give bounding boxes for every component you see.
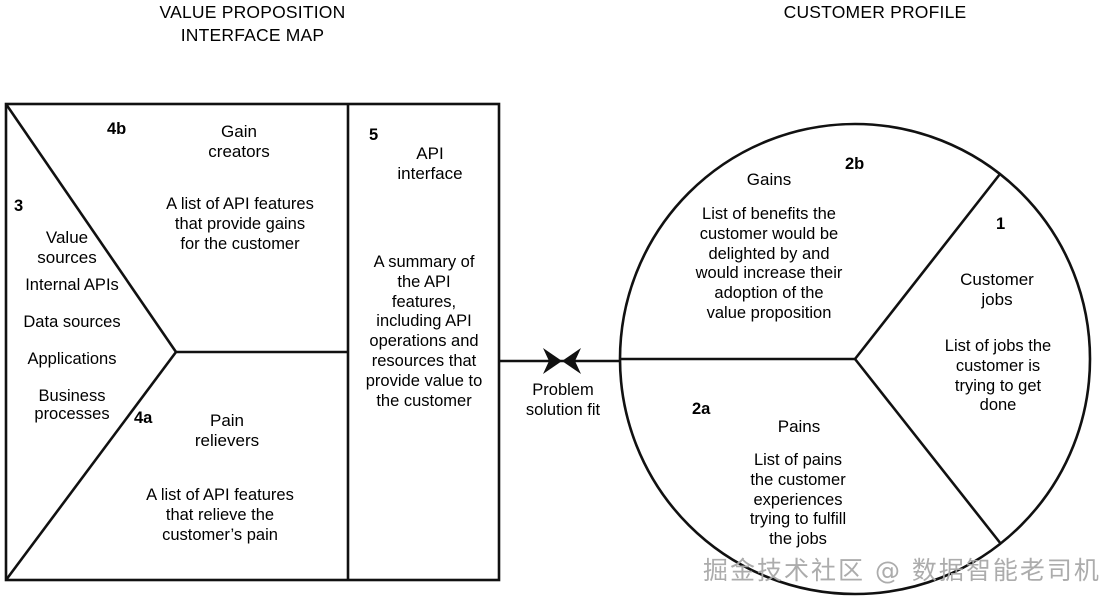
label-2b: 2b [845, 155, 865, 173]
pain-relievers-description: A list of API features that relieve the … [146, 486, 294, 544]
watermark-text: 掘金技术社区 @ 数据智能老司机 [703, 556, 1100, 585]
gains-title: Gains [746, 170, 792, 189]
label-4b: 4b [107, 120, 127, 138]
gain-creators-description: A list of API features that provide gain… [166, 195, 314, 253]
value-proposition-outer-box [4, 102, 501, 582]
api-interface-description: A summary of the API features, including… [365, 253, 483, 410]
api-interface-title: API interface [397, 144, 463, 184]
value-sources-lower-edge [4, 351, 178, 581]
spoke-upper-right [853, 173, 1002, 360]
label-5: 5 [369, 126, 379, 144]
pains-title: Pains [777, 417, 821, 436]
customer-jobs-title: Customer jobs [960, 270, 1034, 310]
label-4a: 4a [134, 409, 153, 427]
gains-description: List of benefits the customer would be d… [695, 205, 843, 322]
label-3: 3 [14, 197, 24, 215]
pain-relievers-title: Pain relievers [194, 411, 260, 451]
value-sources-items: Internal APIs Data sources Applications … [23, 276, 121, 424]
pains-description: List of pains the customer experiences t… [749, 451, 847, 549]
spoke-lower-right [853, 358, 1003, 545]
customer-jobs-description: List of jobs the customer is trying to g… [944, 337, 1052, 415]
value-sources-upper-edge [4, 103, 178, 353]
problem-solution-fit-label: Problem solution fit [525, 381, 601, 420]
converging-double-arrow-icon [543, 348, 581, 374]
customer-profile-heading: CUSTOMER PROFILE [783, 2, 967, 22]
value-sources-title: Value sources [37, 228, 97, 268]
gain-creators-title: Gain creators [208, 122, 270, 162]
value-proposition-heading: VALUE PROPOSITION INTERFACE MAP [159, 2, 346, 46]
label-1: 1 [996, 215, 1006, 233]
label-2a: 2a [692, 400, 711, 418]
